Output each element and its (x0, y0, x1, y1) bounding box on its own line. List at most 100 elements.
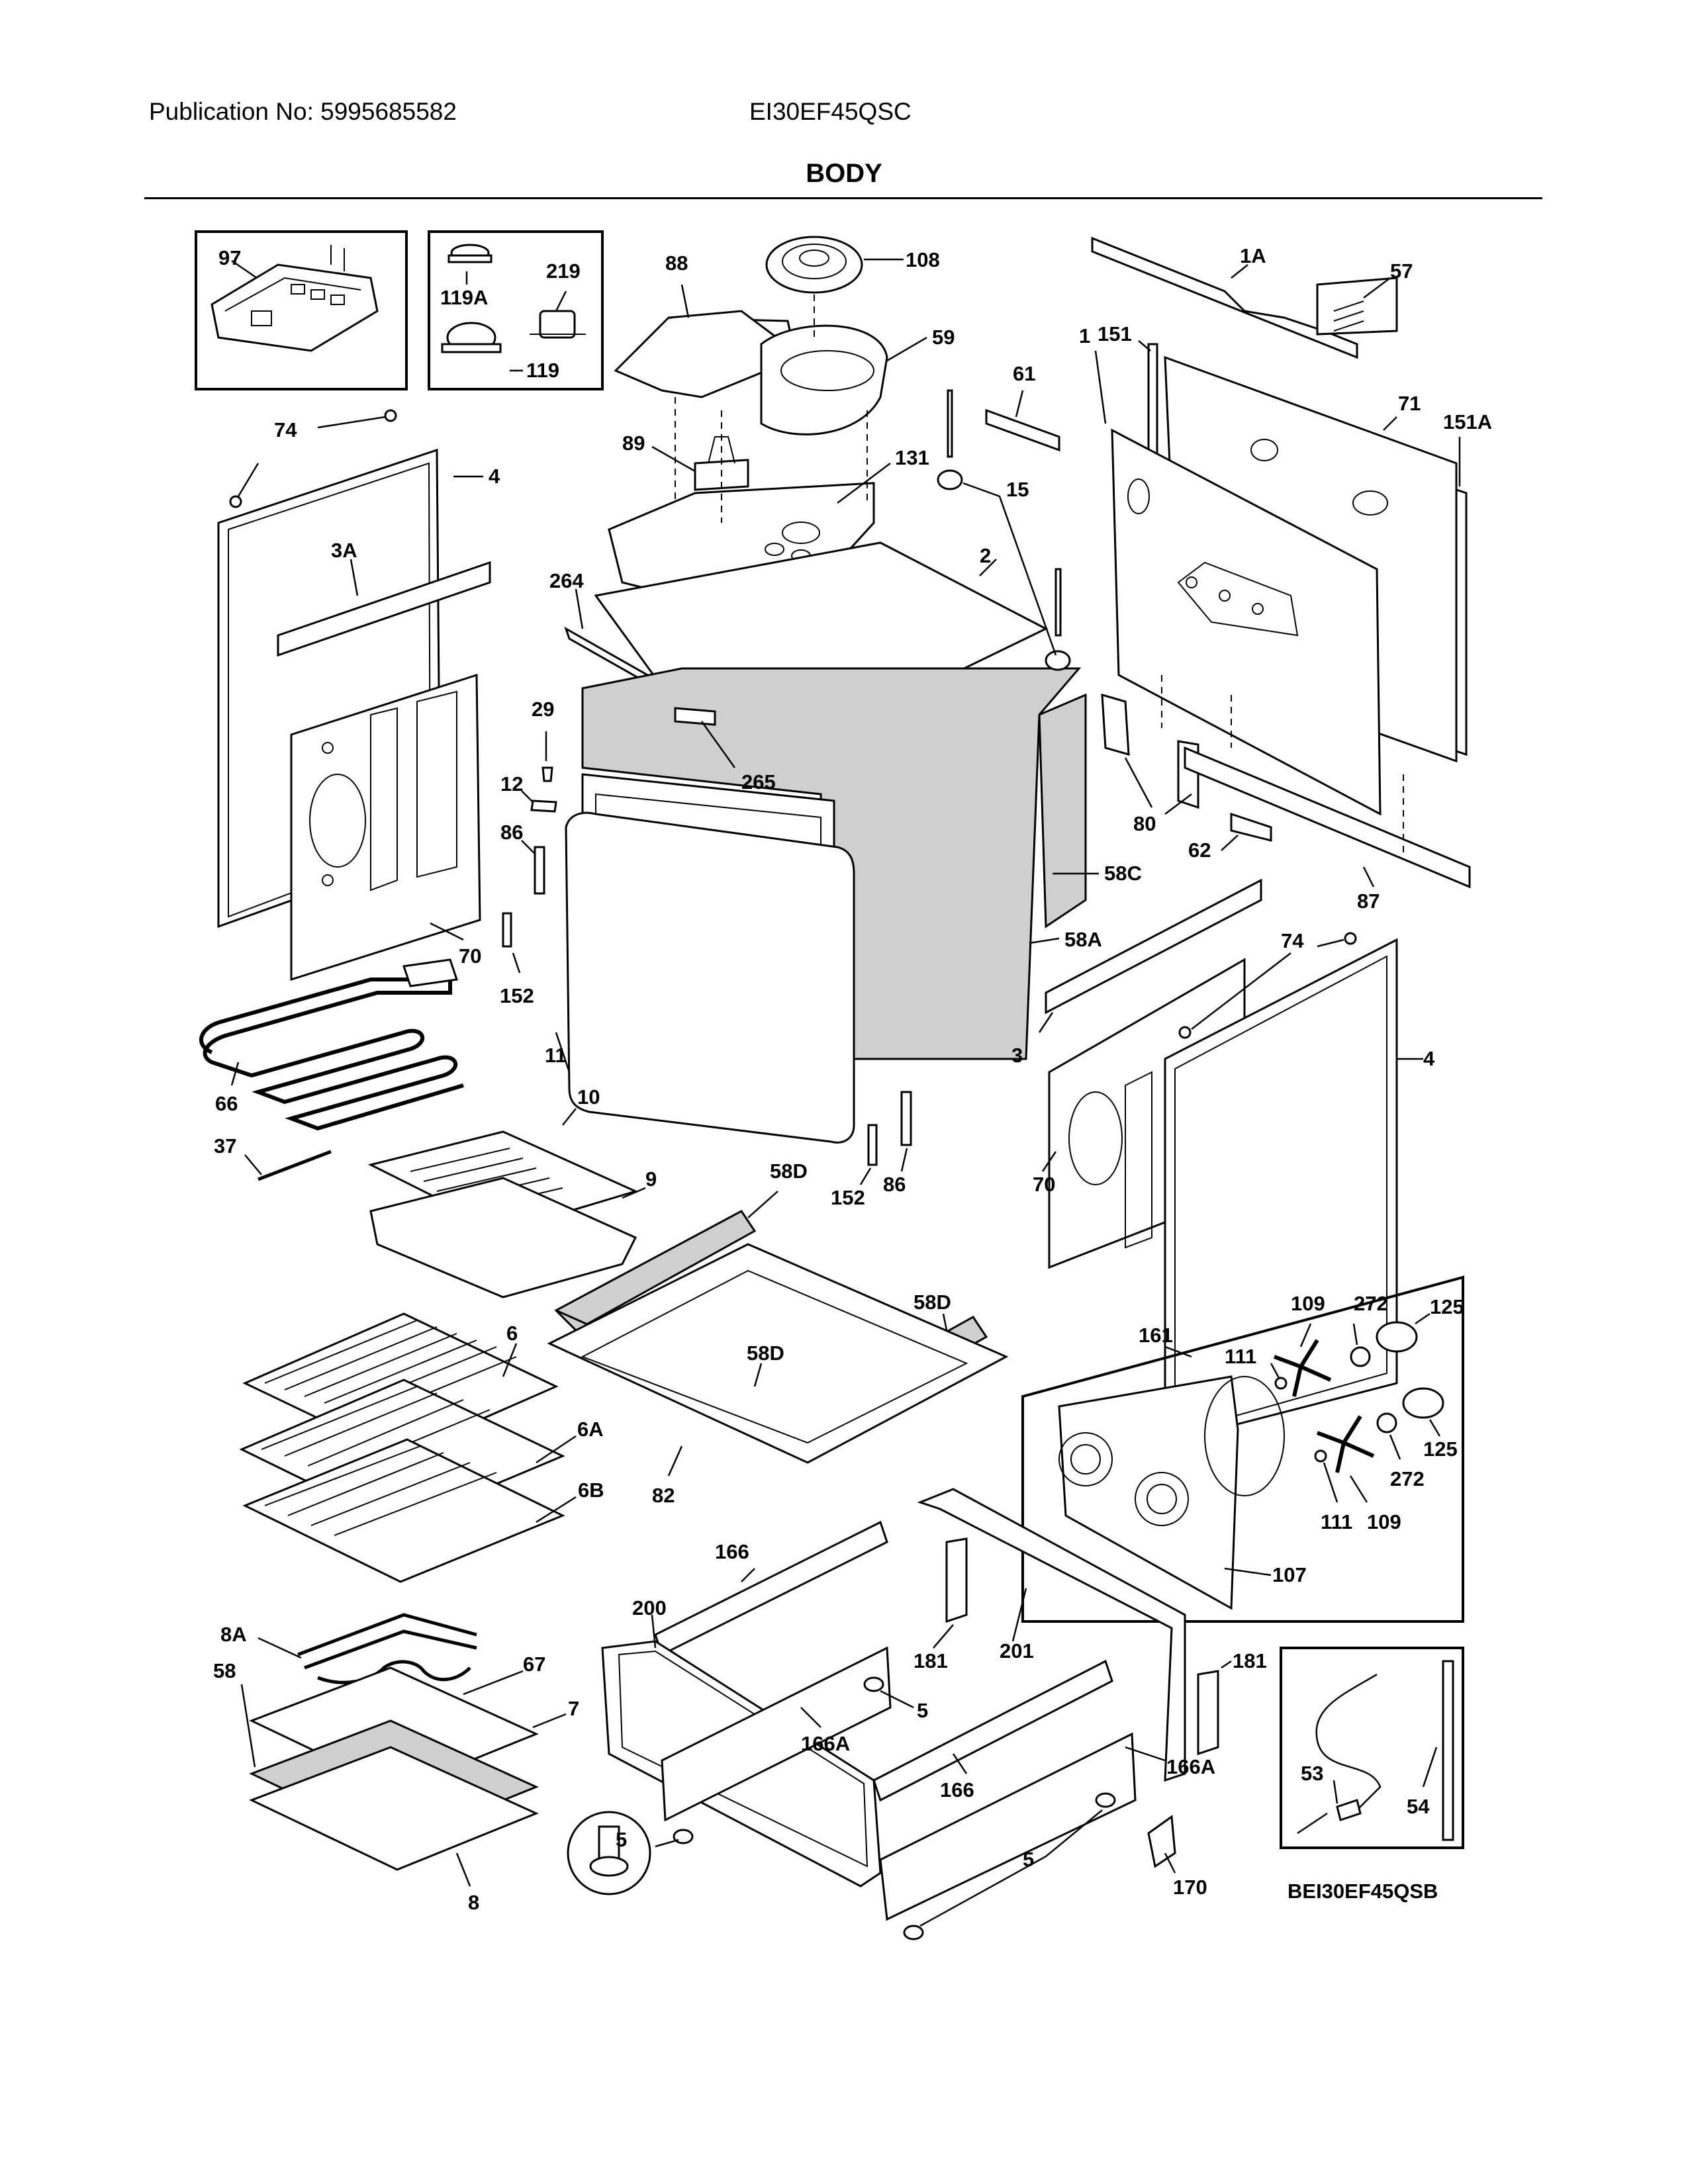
callout-166Aa: 166A (801, 1732, 850, 1755)
callout-58D1: 58D (770, 1160, 808, 1183)
callout-6B: 6B (578, 1479, 604, 1502)
callout-70a: 70 (459, 944, 481, 968)
callout-74a: 74 (274, 418, 297, 441)
callout-4a: 4 (489, 465, 500, 488)
right-side-panels: 3 70 74 4 86 152 (831, 878, 1435, 1444)
callout-201: 201 (1000, 1639, 1034, 1662)
callout-111a: 111 (1225, 1345, 1256, 1368)
callout-86b: 86 (883, 1173, 906, 1196)
callout-5c: 5 (616, 1828, 627, 1851)
callout-61: 61 (1013, 362, 1035, 385)
callout-54: 54 (1407, 1795, 1430, 1818)
callout-80: 80 (1133, 812, 1156, 835)
model-number: EI30EF45QSC (749, 98, 912, 125)
callout-131: 131 (895, 446, 929, 469)
callout-2: 2 (980, 544, 991, 567)
callout-8A: 8A (220, 1623, 247, 1646)
callout-152b: 152 (831, 1186, 865, 1209)
callout-264: 264 (549, 569, 584, 592)
callout-6: 6 (506, 1322, 518, 1345)
left-side-panels: 74 4 3A 70 (217, 409, 500, 981)
bottom-frame: 58D 58D 58D 82 (547, 1160, 1009, 1507)
callout-109a: 109 (1291, 1292, 1325, 1315)
callout-125a: 125 (1430, 1295, 1464, 1318)
publication-number: Publication No: 5995685582 (149, 98, 457, 125)
callout-15: 15 (1006, 478, 1029, 501)
callout-58C: 58C (1104, 862, 1142, 885)
inset-convection-fan: 107 161 109 272 125 111 109 272 125 111 (1021, 1275, 1464, 1623)
callout-89: 89 (622, 432, 645, 455)
oven-racks: 6 6A 6B (239, 1312, 604, 1583)
callout-58D3: 58D (747, 1342, 784, 1365)
callout-62: 62 (1188, 839, 1211, 862)
callout-1: 1 (1079, 324, 1090, 347)
rear-brackets: 80 62 87 (1101, 675, 1471, 913)
lower-frame: 166 200 166A 201 181 181 5 166 166A 5 17… (567, 1488, 1267, 1940)
callout-119: 119 (526, 359, 559, 382)
diagram-code: BEI30EF45QSB (1288, 1880, 1438, 1903)
callout-5b: 5 (1023, 1848, 1034, 1871)
callout-6A: 6A (577, 1418, 604, 1441)
callout-71: 71 (1398, 392, 1421, 415)
cavity-small-parts: 29 12 86 152 (500, 698, 557, 1007)
callout-29a: 29 (532, 698, 554, 721)
callout-119A: 119A (440, 286, 488, 309)
broil-element-assembly: 8A 67 7 58 8 (213, 1613, 579, 1914)
blower-assembly: 108 88 59 89 131 (608, 236, 955, 610)
callout-58A: 58A (1064, 928, 1102, 951)
callout-74b: 74 (1281, 929, 1304, 952)
callout-9: 9 (645, 1167, 657, 1191)
callout-170: 170 (1173, 1876, 1207, 1899)
header-rule (144, 197, 1542, 199)
callout-86a: 86 (500, 821, 523, 844)
callout-219: 219 (546, 259, 581, 283)
callout-11: 11 (545, 1044, 567, 1067)
callout-166b: 166 (940, 1778, 974, 1801)
callout-66: 66 (215, 1092, 238, 1115)
callout-166Ab: 166A (1166, 1755, 1215, 1778)
callout-109b: 109 (1367, 1510, 1401, 1533)
callout-111b: 111 (1321, 1510, 1352, 1533)
callout-97: 97 (218, 246, 241, 269)
callout-57: 57 (1390, 259, 1413, 283)
callout-1A: 1A (1240, 244, 1266, 267)
callout-181b: 181 (1233, 1649, 1267, 1672)
callout-58D2: 58D (914, 1291, 951, 1314)
oven-top-and-cavity: 2 264 265 127 29 11 58C 58A (545, 541, 1142, 1144)
callout-107: 107 (1272, 1563, 1307, 1586)
callout-3A: 3A (331, 539, 357, 562)
callout-53: 53 (1301, 1762, 1323, 1785)
callout-82: 82 (652, 1484, 675, 1507)
callout-8: 8 (468, 1891, 479, 1914)
callout-7: 7 (568, 1697, 579, 1720)
bake-element-and-pan: 66 10 9 37 (199, 958, 657, 1298)
callout-3: 3 (1011, 1044, 1023, 1067)
callout-272a: 272 (1354, 1292, 1388, 1315)
callout-265: 265 (741, 770, 776, 794)
callout-67: 67 (523, 1653, 545, 1676)
callout-59: 59 (932, 326, 955, 349)
callout-125b: 125 (1423, 1437, 1458, 1461)
callout-37: 37 (214, 1134, 236, 1158)
callout-152a: 152 (500, 984, 534, 1007)
callout-108: 108 (906, 248, 940, 271)
callout-181a: 181 (914, 1649, 948, 1672)
callout-88: 88 (665, 251, 688, 275)
callout-151A: 151A (1443, 410, 1492, 433)
callout-200: 200 (632, 1596, 667, 1619)
callout-166a: 166 (715, 1540, 749, 1563)
right-upper-panels: 1A 57 151 71 1 151A 61 15 (937, 236, 1492, 816)
callout-151: 151 (1098, 322, 1132, 345)
inset-control-board: 97 (195, 230, 408, 390)
callout-70b: 70 (1033, 1173, 1055, 1196)
callout-58: 58 (213, 1659, 236, 1682)
callout-12: 12 (500, 772, 523, 796)
callout-161: 161 (1139, 1324, 1173, 1347)
inset-temperature-sensor: 53 54 (1280, 1647, 1464, 1849)
page-title: BODY (806, 159, 882, 188)
callout-272b: 272 (1390, 1467, 1425, 1490)
callout-10: 10 (577, 1085, 600, 1109)
callout-5a: 5 (917, 1699, 928, 1722)
callout-4b: 4 (1423, 1047, 1435, 1070)
